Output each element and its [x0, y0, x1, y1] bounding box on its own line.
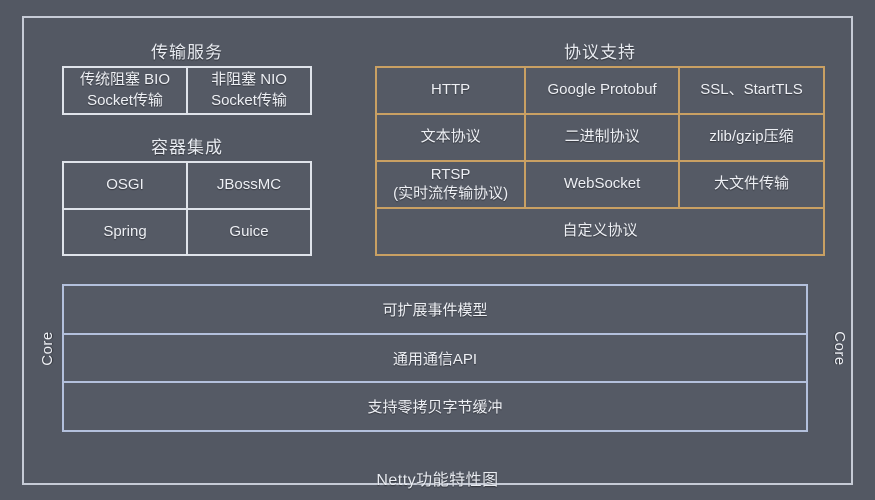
protocol-cell-zlib-gzip: zlib/gzip压缩	[678, 115, 823, 160]
container-integration-block: OSGI JBossMC Spring Guice	[62, 161, 312, 256]
protocol-cell-large-file-transfer: 大文件传输	[678, 162, 823, 207]
core-label-left: Core	[38, 331, 56, 366]
diagram-caption: Netty功能特性图	[376, 472, 499, 489]
protocol-cell-google-protobuf: Google Protobuf	[524, 68, 678, 113]
container-cell-guice: Guice	[186, 209, 310, 254]
container-cell-spring: Spring	[103, 222, 147, 240]
core-label-right: Core	[830, 331, 848, 366]
core-row-event-model: 可扩展事件模型	[62, 284, 808, 335]
core-block: 可扩展事件模型 通用通信API 支持零拷贝字节缓冲	[62, 284, 808, 433]
protocol-section-heading: 协议支持	[564, 43, 636, 62]
protocol-cell-ssl-starttls: SSL、StartTLS	[678, 68, 823, 113]
protocol-cell-text-protocol: 文本协议	[420, 128, 481, 146]
container-row: OSGI JBossMC	[64, 163, 310, 208]
core-row-communication-api: 通用通信API	[62, 332, 808, 384]
protocol-cell-binary-protocol: 二进制协议	[524, 115, 678, 160]
protocol-row: HTTP Google Protobuf SSL、StartTLS	[377, 68, 823, 113]
diagram-outer-frame	[22, 16, 853, 485]
protocol-row: RTSP(实时流传输协议) WebSocket 大文件传输	[377, 160, 823, 207]
container-cell-jbossmc: JBossMC	[186, 163, 310, 208]
container-row: Spring Guice	[64, 207, 310, 254]
protocol-cell-rtsp: RTSP(实时流传输协议)	[393, 165, 509, 202]
protocol-row-full: 自定义协议	[377, 207, 823, 254]
protocol-cell-websocket: WebSocket	[524, 162, 678, 207]
protocol-row: 文本协议 二进制协议 zlib/gzip压缩	[377, 113, 823, 160]
protocol-cell-custom-protocol: 自定义协议	[562, 222, 638, 240]
transport-section-heading: 传输服务	[151, 43, 223, 62]
protocol-support-block: HTTP Google Protobuf SSL、StartTLS 文本协议 二…	[375, 66, 825, 256]
core-row-zero-copy-buffer: 支持零拷贝字节缓冲	[62, 381, 808, 433]
protocol-cell-http: HTTP	[431, 81, 471, 99]
container-cell-osgi: OSGI	[106, 176, 144, 194]
container-section-heading: 容器集成	[151, 138, 223, 157]
